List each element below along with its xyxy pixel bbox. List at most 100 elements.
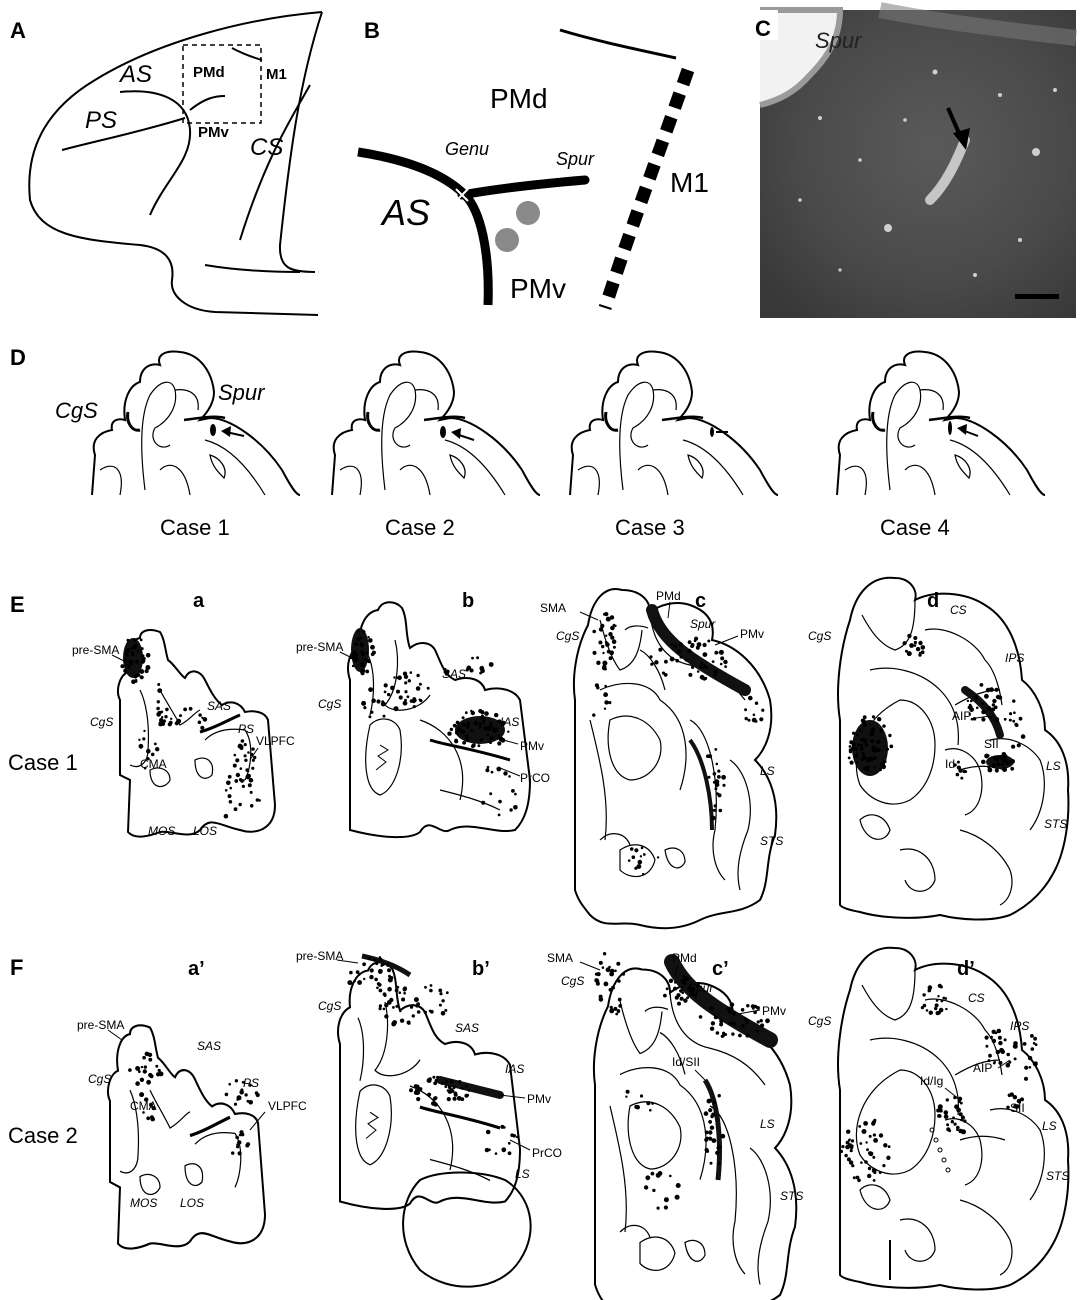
labeled-cell-dot	[387, 968, 391, 973]
labeled-cell-dot	[238, 1133, 242, 1137]
labeled-cell-dot	[387, 986, 392, 992]
labeled-cell-dot	[227, 794, 232, 799]
labeled-cell-dot	[431, 1101, 436, 1106]
labeled-cell-dot	[732, 1021, 737, 1026]
panel-c-letter-bg	[752, 10, 778, 40]
labeled-cell-dot	[669, 656, 675, 662]
labeled-cell-dot	[1012, 719, 1016, 723]
panel-d-case-1: Case 1	[160, 515, 230, 540]
labeled-cell-dot	[710, 1114, 714, 1119]
labeled-cell-dot	[708, 1136, 713, 1141]
labeled-cell-dot	[1010, 766, 1015, 771]
labeled-cell-dot	[357, 980, 362, 985]
labeled-cell-dot	[485, 1129, 491, 1135]
labeled-cell-dot	[244, 1093, 248, 1097]
section-e-c-label-spur: Spur	[690, 617, 716, 631]
labeled-cell-dot	[367, 636, 370, 639]
labeled-cell-dot	[970, 717, 974, 721]
labeled-cell-dot	[642, 872, 645, 876]
labeled-cell-dot	[494, 1152, 498, 1155]
labeled-cell-dot	[155, 1064, 159, 1068]
labeled-cell-dot	[429, 988, 433, 993]
labeled-cell-dot	[960, 1115, 966, 1120]
labeled-cell-dot	[407, 1021, 411, 1025]
labeled-cell-dot	[132, 638, 137, 642]
panel-a-label-ps: PS	[85, 107, 117, 134]
labeled-cell-dot	[719, 1022, 724, 1027]
labeled-cell-dot	[625, 1095, 628, 1098]
labeled-cell-dot	[706, 1098, 712, 1104]
labeled-cell-dot	[625, 1089, 630, 1094]
labeled-cell-dot	[1014, 722, 1018, 727]
labeled-cell-dot	[992, 698, 997, 704]
panel-b-label-as: AS	[380, 192, 430, 233]
labeled-cell-dot	[857, 743, 861, 747]
labeled-cell-dot	[968, 712, 971, 716]
labeled-cell-dot	[724, 665, 727, 668]
labeled-cell-dot	[602, 952, 607, 956]
labeled-cell-dot	[156, 706, 160, 711]
labeled-cell-dot	[1009, 1092, 1014, 1097]
labeled-cell-dot	[611, 636, 615, 639]
labeled-cell-dot	[357, 973, 361, 976]
labeled-cell-dot	[988, 1053, 992, 1058]
labeled-cell-dot	[712, 772, 717, 776]
section-f-b-letter: b’	[472, 958, 490, 980]
labeled-cell-dot	[1034, 1043, 1038, 1046]
labeled-cell-dot	[239, 745, 244, 749]
labeled-cell-dot	[868, 1151, 874, 1157]
labeled-cell-dot	[232, 763, 237, 768]
labeled-cell-dot	[376, 699, 381, 704]
labeled-cell-dot	[248, 1083, 252, 1087]
labeled-cell-dot	[245, 774, 251, 780]
labeled-cell-dot	[860, 757, 864, 762]
labeled-cell-dot	[404, 681, 408, 685]
labeled-cell-dot	[497, 734, 501, 737]
labeled-cell-dot	[658, 647, 663, 652]
labeled-cell-dot	[643, 1185, 649, 1190]
section-f-d-label-cs: CS	[968, 991, 985, 1005]
labeled-cell-dot	[149, 1074, 154, 1079]
panel-d-slice-3	[568, 350, 780, 497]
labeled-cell-dot	[873, 747, 878, 753]
labeled-cell-dot	[612, 623, 616, 627]
labeled-cell-dot	[609, 968, 615, 974]
labeled-cell-dot	[605, 967, 611, 973]
labeled-cell-dot	[458, 1080, 462, 1084]
labeled-cell-dot	[966, 699, 970, 703]
labeled-cell-dot	[392, 1020, 397, 1025]
labeled-cell-dot	[142, 737, 146, 741]
labeled-cell-dot	[945, 1098, 949, 1102]
panel-d-case-4: Case 4	[880, 515, 950, 540]
panel-d-injection-2	[440, 426, 446, 438]
panel-e-letter: E	[10, 592, 25, 617]
labeled-cell-dot	[231, 1151, 235, 1155]
labeled-cell-dot	[131, 679, 136, 684]
labeled-cell-dot	[663, 673, 668, 677]
labeled-cell-dot	[981, 717, 986, 722]
section-e-a-label-cma: CMA	[140, 757, 167, 771]
labeled-cell-dot	[382, 714, 386, 718]
labeled-cell-dot	[1011, 744, 1016, 749]
labeled-cell-dot	[866, 1148, 869, 1152]
labeled-cell-dot	[356, 636, 361, 641]
labeled-cell-dot	[699, 664, 704, 670]
labeled-cell-dot	[481, 800, 486, 805]
labeled-cell-dot	[945, 1007, 948, 1011]
labeled-cell-dot	[738, 1033, 742, 1038]
labeled-cell-dot	[730, 1008, 734, 1011]
panel-d: D	[10, 345, 1047, 540]
labeled-cell-dot	[989, 1035, 994, 1039]
labeled-cell-dot	[470, 729, 474, 732]
section-f-a-letter: a’	[188, 958, 205, 980]
section-e-d-label-cgs: CgS	[808, 629, 831, 643]
panel-b-top-line	[559, 28, 677, 60]
labeled-cell-dot	[143, 1065, 147, 1069]
labeled-cell-dot	[937, 995, 940, 998]
labeled-cell-dot	[157, 683, 161, 686]
labeled-cell-dot	[513, 805, 518, 810]
labeled-cell-dot	[238, 778, 243, 782]
labeled-cell-dot	[228, 800, 233, 804]
labeled-cell-dot	[480, 710, 485, 715]
labeled-cell-dot	[744, 716, 748, 721]
